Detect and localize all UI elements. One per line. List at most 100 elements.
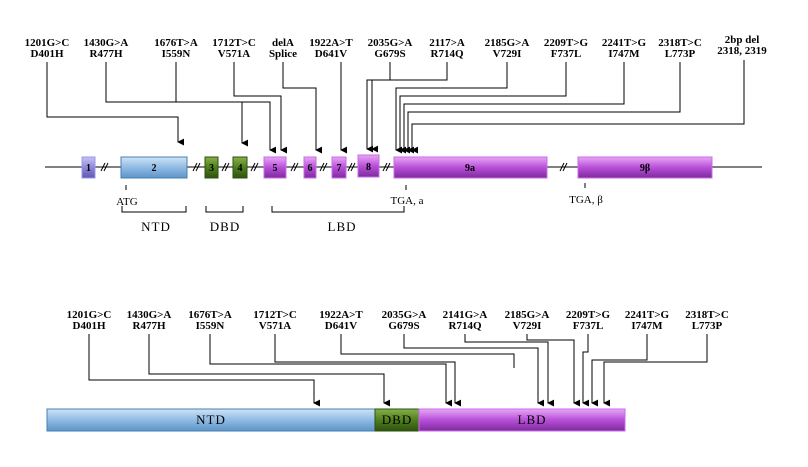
- protein-mutation-label: 1430G>A: [127, 309, 172, 321]
- mutation-pointer: [148, 334, 391, 407]
- gene-diagram: 1201G>C D401H 1430G>A R477H 1676T>A I559…: [25, 34, 768, 234]
- dbd-bracket: [205, 206, 244, 213]
- exon-4: [232, 156, 248, 179]
- gene-mutation-label: 2bp del: [725, 34, 760, 46]
- mutation-pointer: [591, 334, 648, 407]
- lbd-bar-label: LBD: [518, 412, 547, 427]
- gene-mutation-label: 1922A>T: [309, 37, 353, 49]
- exon-1: [81, 156, 96, 179]
- mutation-pointer: [366, 62, 391, 153]
- gene-mutation-label: D641V: [315, 48, 347, 60]
- gene-mutation-label: F737L: [551, 48, 582, 60]
- exon-7: [331, 156, 347, 179]
- intron-break-mark: [559, 162, 568, 172]
- exon-label: 5: [273, 163, 278, 174]
- intron-break-mark: [192, 162, 201, 172]
- protein-mutation-label: 2209T>G: [566, 309, 611, 321]
- protein-mutation-label: 2318T>C: [685, 309, 729, 321]
- gene-mutation-label: Splice: [269, 48, 297, 60]
- mutation-pointer: [340, 334, 515, 368]
- intron-break-mark: [250, 162, 259, 172]
- ntd-bar-label: NTD: [196, 412, 226, 427]
- exon-label: 6: [308, 163, 313, 174]
- protein-mutation-label: 1676T>A: [188, 309, 232, 321]
- gene-mutation-label: 2241T>G: [602, 37, 647, 49]
- protein-mutation-label: 2141G>A: [443, 309, 488, 321]
- gene-mutation-label: I559N: [162, 48, 191, 60]
- protein-mutation-label: 2241T>G: [625, 309, 670, 321]
- mutation-pointer: [282, 62, 323, 154]
- protein-mutation-labels: 1201G>C D401H 1430G>A R477H 1676T>A I559…: [67, 309, 729, 332]
- gene-mutation-label: D401H: [31, 48, 64, 60]
- lbd-domain-bar: [418, 408, 626, 432]
- gene-mutation-labels: 1201G>C D401H 1430G>A R477H 1676T>A I559…: [25, 34, 768, 60]
- gene-mutation-label: 1676T>A: [154, 37, 198, 49]
- exon-5: [263, 156, 287, 179]
- protein-mutation-label: R714Q: [449, 320, 482, 332]
- gene-mutation-label: 2117>A: [429, 37, 465, 49]
- exon-3: [204, 156, 219, 179]
- gene-mutation-label: L773P: [665, 48, 696, 60]
- protein-mutation-label: R477H: [133, 320, 166, 332]
- mutation-pointer: [603, 334, 708, 407]
- mutation-pointer: [88, 334, 321, 407]
- protein-mutation-label: D401H: [73, 320, 106, 332]
- exon-2: [120, 156, 188, 179]
- protein-mutation-label: F737L: [573, 320, 604, 332]
- gene-mutation-pointers: [46, 60, 745, 154]
- intron-break-mark: [347, 162, 356, 172]
- gene-mutation-label: 1201G>C: [25, 37, 70, 49]
- exon-boxes: 1 2 3 4 5 6 7 8 9a 9β: [81, 154, 713, 179]
- protein-mutation-label: V729I: [513, 320, 542, 332]
- protein-mutation-label: I559N: [196, 320, 225, 332]
- intron-break-marks: [100, 162, 568, 172]
- protein-mutation-label: 2035G>A: [382, 309, 427, 321]
- mutation-pointer: [464, 334, 555, 407]
- exon-label: 8: [366, 162, 371, 173]
- gene-mutation-label: 2035G>A: [368, 37, 413, 49]
- gene-mutation-label: 2209T>G: [544, 37, 589, 49]
- gene-mutation-label: 1430G>A: [84, 37, 129, 49]
- gene-mutation-label: R714Q: [431, 48, 464, 60]
- mutation-pointer: [274, 334, 462, 407]
- exon-9b: [577, 156, 713, 179]
- gene-mutation-label: G679S: [374, 48, 405, 60]
- protein-mutation-label: 1712T>C: [253, 309, 297, 321]
- exon-label: 7: [337, 163, 342, 174]
- dbd-bar-label: DBD: [382, 412, 412, 427]
- gene-mutation-label: I747M: [608, 48, 640, 60]
- intron-break-mark: [319, 162, 328, 172]
- dbd-domain-label: DBD: [210, 219, 240, 234]
- ntd-domain-label: NTD: [141, 219, 171, 234]
- intron-break-mark: [100, 162, 109, 172]
- atg-label: ATG: [116, 196, 137, 208]
- gene-mutation-label: 1712T>C: [212, 37, 256, 49]
- protein-mutation-label: L773P: [692, 320, 723, 332]
- exon-8: [357, 154, 380, 178]
- exon-label: 4: [238, 163, 243, 174]
- protein-mutation-label: V571A: [259, 320, 291, 332]
- exon-label: 1: [86, 163, 91, 174]
- mutation-pointer: [399, 62, 567, 154]
- mutation-pointer: [175, 62, 277, 154]
- mutation-pointer: [395, 62, 508, 154]
- mutation-pointer: [582, 334, 590, 407]
- exon-label: 3: [209, 163, 214, 174]
- mutation-pointer: [105, 62, 249, 147]
- gene-mutation-label: 2318, 2319: [717, 45, 767, 57]
- mutation-pointer: [233, 62, 288, 154]
- lbd-domain-label: LBD: [328, 219, 357, 234]
- intron-break-mark: [290, 162, 299, 172]
- mutation-pointer: [411, 60, 745, 154]
- protein-mutation-label: G679S: [388, 320, 419, 332]
- mutation-pointer: [209, 334, 453, 407]
- mutation-pointer: [371, 62, 448, 153]
- gene-mutation-label: 2318T>C: [658, 37, 702, 49]
- mutation-pointer: [407, 62, 681, 154]
- protein-mutation-label: 1922A>T: [319, 309, 363, 321]
- exon-6: [303, 156, 317, 179]
- intron-break-mark: [221, 162, 230, 172]
- exon-label: 9β: [640, 163, 650, 174]
